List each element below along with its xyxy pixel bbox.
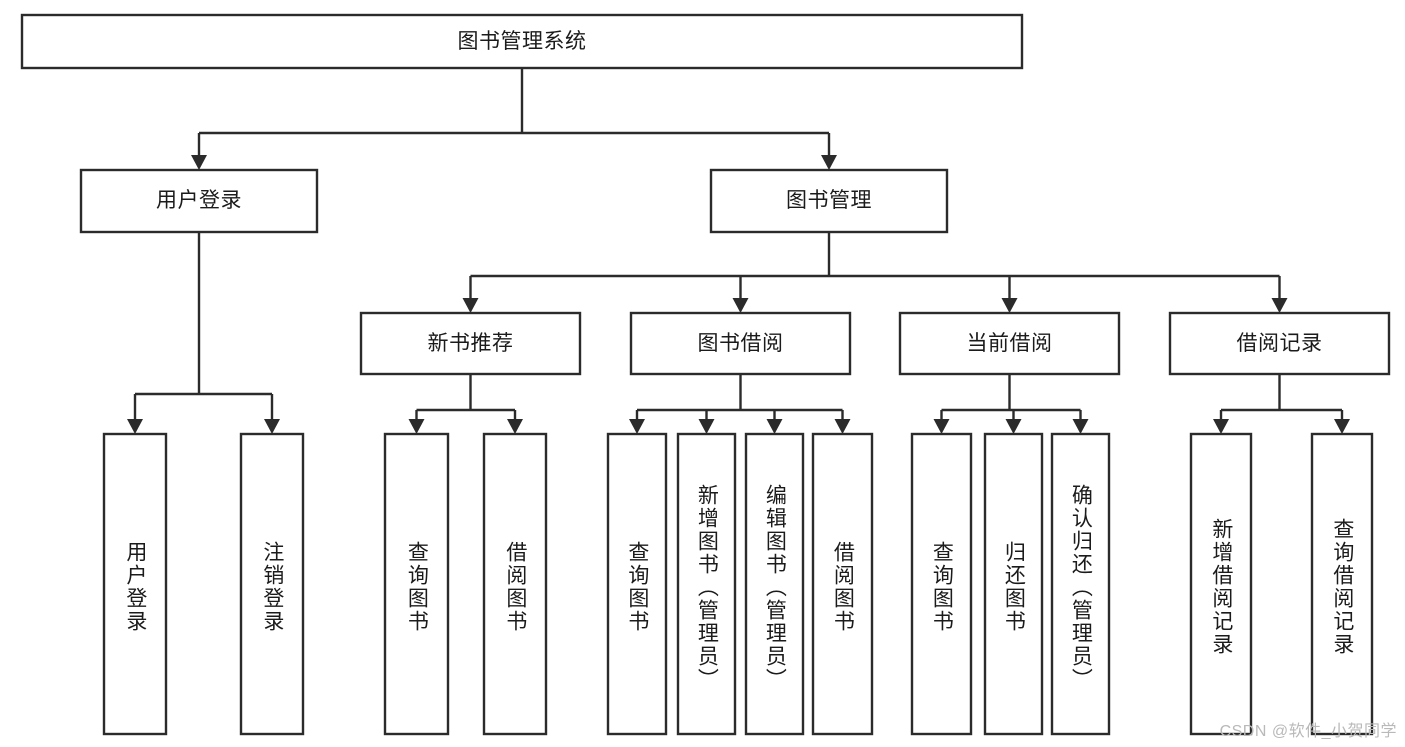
node-boxes [20,13,1391,736]
leaf-node-box-5[interactable] [676,432,737,736]
arrow-head-icon [933,419,950,434]
level3-node-box-3[interactable] [1168,311,1391,376]
arrow-head-icon [264,419,280,434]
leaf-node-box-10[interactable] [1050,432,1111,736]
arrow-head-icon [127,419,143,434]
arrow-head-icon [408,419,425,434]
leaf-node-box-3[interactable] [482,432,548,736]
leaf-node-box-6[interactable] [744,432,805,736]
arrow-head-icon [834,419,851,434]
leaf-node-box-0[interactable] [102,432,168,736]
leaf-node-box-7[interactable] [811,432,874,736]
level3-node-box-1[interactable] [629,311,852,376]
connector-lines [127,68,1350,434]
level2-node-box-1[interactable] [709,168,949,234]
arrow-head-icon [1005,419,1022,434]
arrow-head-icon [507,419,523,434]
arrow-head-icon [191,155,207,170]
arrow-head-icon [629,419,645,434]
arrow-head-icon [732,298,749,313]
arrow-head-icon [766,419,783,434]
arrow-head-icon [1072,419,1089,434]
arrow-head-icon [1001,298,1018,313]
level3-node-box-0[interactable] [359,311,582,376]
level3-node-box-2[interactable] [898,311,1121,376]
leaf-node-box-8[interactable] [910,432,973,736]
leaf-node-box-4[interactable] [606,432,668,736]
arrow-head-icon [462,298,479,313]
leaf-node-box-12[interactable] [1310,432,1374,736]
arrow-head-icon [1271,298,1288,313]
leaf-node-box-2[interactable] [383,432,450,736]
level2-node-box-0[interactable] [79,168,319,234]
leaf-node-box-9[interactable] [983,432,1044,736]
watermark-text: CSDN @软件_小贺同学 [1219,723,1397,740]
leaf-node-box-1[interactable] [239,432,305,736]
arrow-head-icon [1334,419,1350,434]
leaf-node-box-11[interactable] [1189,432,1253,736]
arrow-head-icon [821,155,837,170]
root-node-box[interactable] [20,13,1024,70]
arrow-head-icon [1213,419,1229,434]
arrow-head-icon [698,419,715,434]
